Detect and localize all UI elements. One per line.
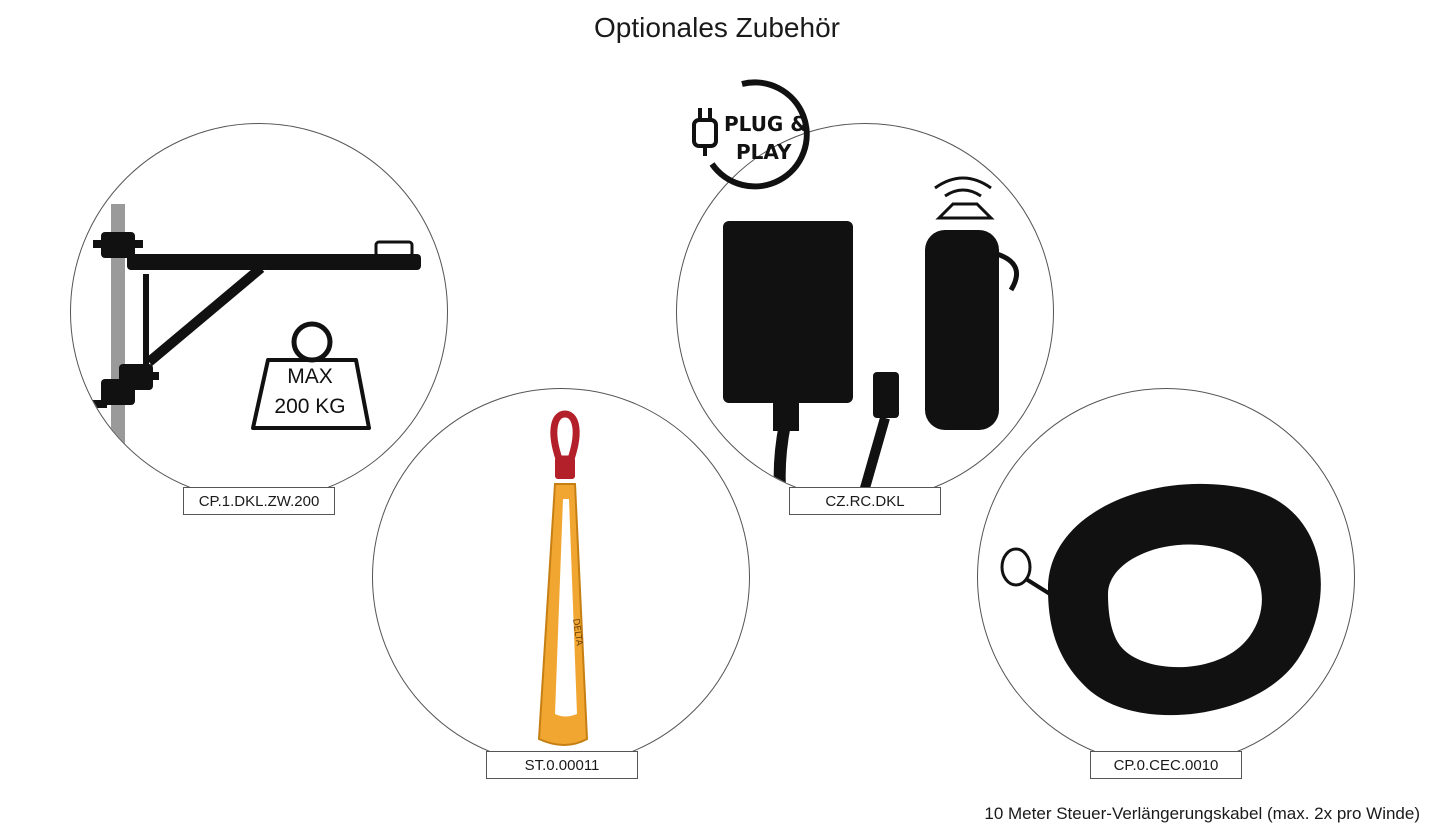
product-code-bracket: CP.1.DKL.ZW.200: [183, 487, 335, 515]
badge-line1: PLUG &: [724, 112, 808, 136]
weight-limit: MAX 200 KG: [250, 362, 370, 422]
page-title: Optionales Zubehör: [594, 12, 840, 43]
product-circle-cable: [977, 388, 1355, 766]
plug-and-play-badge: [692, 79, 810, 190]
remote-control-icon: [723, 176, 1020, 500]
cable-caption: 10 Meter Steuer-Verlängerungskabel (max.…: [984, 804, 1420, 823]
sling-brand: DELTA: [570, 618, 584, 647]
product-code-sling: ST.0.00011: [486, 751, 638, 779]
badge-line2: PLAY: [736, 140, 792, 164]
plug-and-play-text: PLUG & PLAY: [724, 110, 808, 166]
lifting-sling-icon: DELTA: [537, 410, 589, 746]
cable-coil-icon: [1000, 483, 1321, 716]
weight-line1: MAX: [287, 365, 333, 388]
product-circle-bracket: [70, 123, 448, 501]
product-code-cable: CP.0.CEC.0010: [1090, 751, 1242, 779]
weight-line2: 200 KG: [274, 395, 346, 418]
product-code-remote: CZ.RC.DKL: [789, 487, 941, 515]
wall-bracket-icon: [93, 204, 421, 500]
